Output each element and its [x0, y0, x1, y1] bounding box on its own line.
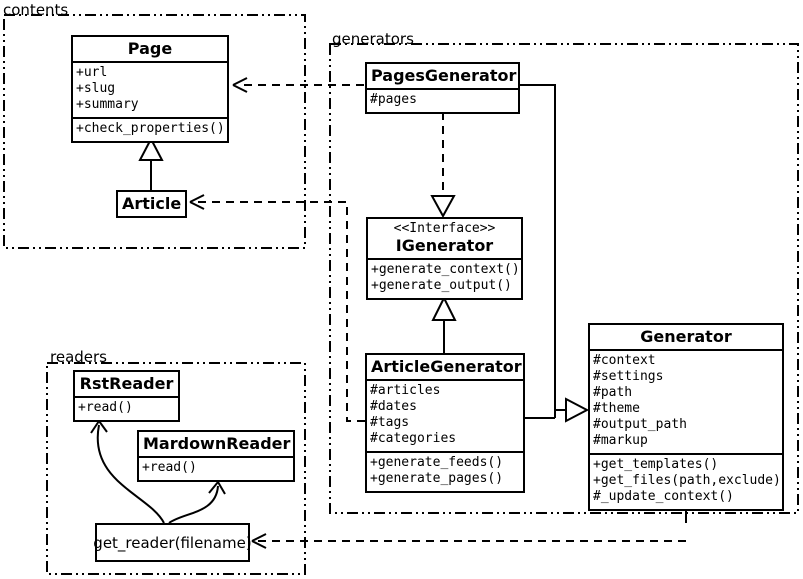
class-title-article: Article	[122, 194, 182, 213]
method: +generate_pages()	[370, 471, 504, 486]
attribute: #theme	[593, 401, 640, 416]
class-box-rstreader: RstReader +read()	[73, 370, 180, 422]
attribute: +slug	[76, 81, 116, 96]
arrow-getreader-to-mardownreader	[168, 481, 226, 524]
method: +read()	[142, 460, 197, 475]
methods-compartment: +read()	[139, 456, 293, 480]
class-title-igenerator: IGenerator	[395, 236, 494, 255]
attributes-compartment: #articles #dates #tags #categories	[367, 379, 523, 451]
class-box-articlegenerator: ArticleGenerator #articles #dates #tags …	[365, 353, 525, 493]
class-title-pagesgenerator: PagesGenerator	[371, 66, 517, 85]
method: +generate_context()	[371, 262, 520, 277]
class-box-mardownreader: MardownReader +read()	[137, 430, 295, 482]
attribute: +summary	[76, 97, 139, 112]
attributes-compartment: #pages	[367, 88, 518, 112]
realization-pagesgenerator-to-igenerator	[430, 112, 456, 219]
class-box-pagesgenerator: PagesGenerator #pages	[365, 62, 520, 114]
method: #_update_context()	[593, 489, 734, 504]
arrow-getreader-to-rstreader	[90, 420, 165, 524]
package-label-generators: generators	[332, 30, 414, 48]
method: +generate_output()	[371, 278, 512, 293]
class-title-page: Page	[127, 39, 173, 58]
inheritance-article-to-page	[138, 136, 164, 190]
method: +generate_feeds()	[370, 455, 504, 470]
attribute: #pages	[370, 92, 417, 107]
attribute: #settings	[593, 369, 664, 384]
methods-compartment: +get_templates() +get_files(path,exclude…	[590, 453, 782, 509]
methods-compartment: +check_properties()	[73, 117, 227, 141]
class-box-generator: Generator #context #settings #path #them…	[588, 323, 784, 511]
methods-compartment: +generate_feeds() +generate_pages()	[367, 451, 523, 491]
attribute: #markup	[593, 433, 648, 448]
attribute: #context	[593, 353, 656, 368]
package-border-readers	[46, 362, 306, 575]
attribute: +url	[76, 65, 108, 80]
class-title-generator: Generator	[640, 327, 732, 346]
attribute: #output_path	[593, 417, 687, 432]
attribute: #path	[593, 385, 633, 400]
method: +get_templates()	[593, 457, 719, 472]
dependency-articlegenerator-to-article	[189, 194, 365, 422]
class-box-igenerator: <<Interface>> IGenerator +generate_conte…	[366, 217, 523, 300]
attribute: #tags	[370, 415, 410, 430]
inheritance-to-generator	[519, 84, 590, 423]
class-box-article: Article	[116, 190, 187, 218]
method: +read()	[78, 400, 133, 415]
attributes-compartment: #context #settings #path #theme #output_…	[590, 349, 782, 453]
class-title-mardownreader: MardownReader	[143, 434, 291, 453]
package-label-contents: contents	[3, 1, 69, 19]
attributes-compartment: +url +slug +summary	[73, 61, 227, 117]
package-label-readers: readers	[50, 348, 107, 366]
class-title-rstreader: RstReader	[79, 374, 174, 393]
function-box-get-reader: get_reader(filename)	[93, 523, 252, 562]
class-title-articlegenerator: ArticleGenerator	[371, 357, 522, 376]
stereotype-interface: <<Interface>>	[393, 221, 496, 236]
method: +check_properties()	[76, 121, 225, 136]
method: +get_files(path,exclude)	[593, 473, 781, 488]
attribute: #dates	[370, 399, 417, 414]
dependency-pagesgenerator-to-page	[232, 77, 364, 93]
attribute: #categories	[370, 431, 457, 446]
realization-articlegenerator-to-igenerator	[431, 295, 457, 353]
class-box-page: Page +url +slug +summary +check_properti…	[71, 35, 229, 143]
package-border-generators	[329, 43, 799, 514]
methods-compartment: +generate_context() +generate_output()	[368, 258, 521, 298]
methods-compartment: +read()	[75, 396, 178, 420]
package-border-contents	[3, 14, 306, 249]
get-reader-label: get_reader(filename)	[93, 533, 252, 552]
attribute: #articles	[370, 383, 441, 398]
